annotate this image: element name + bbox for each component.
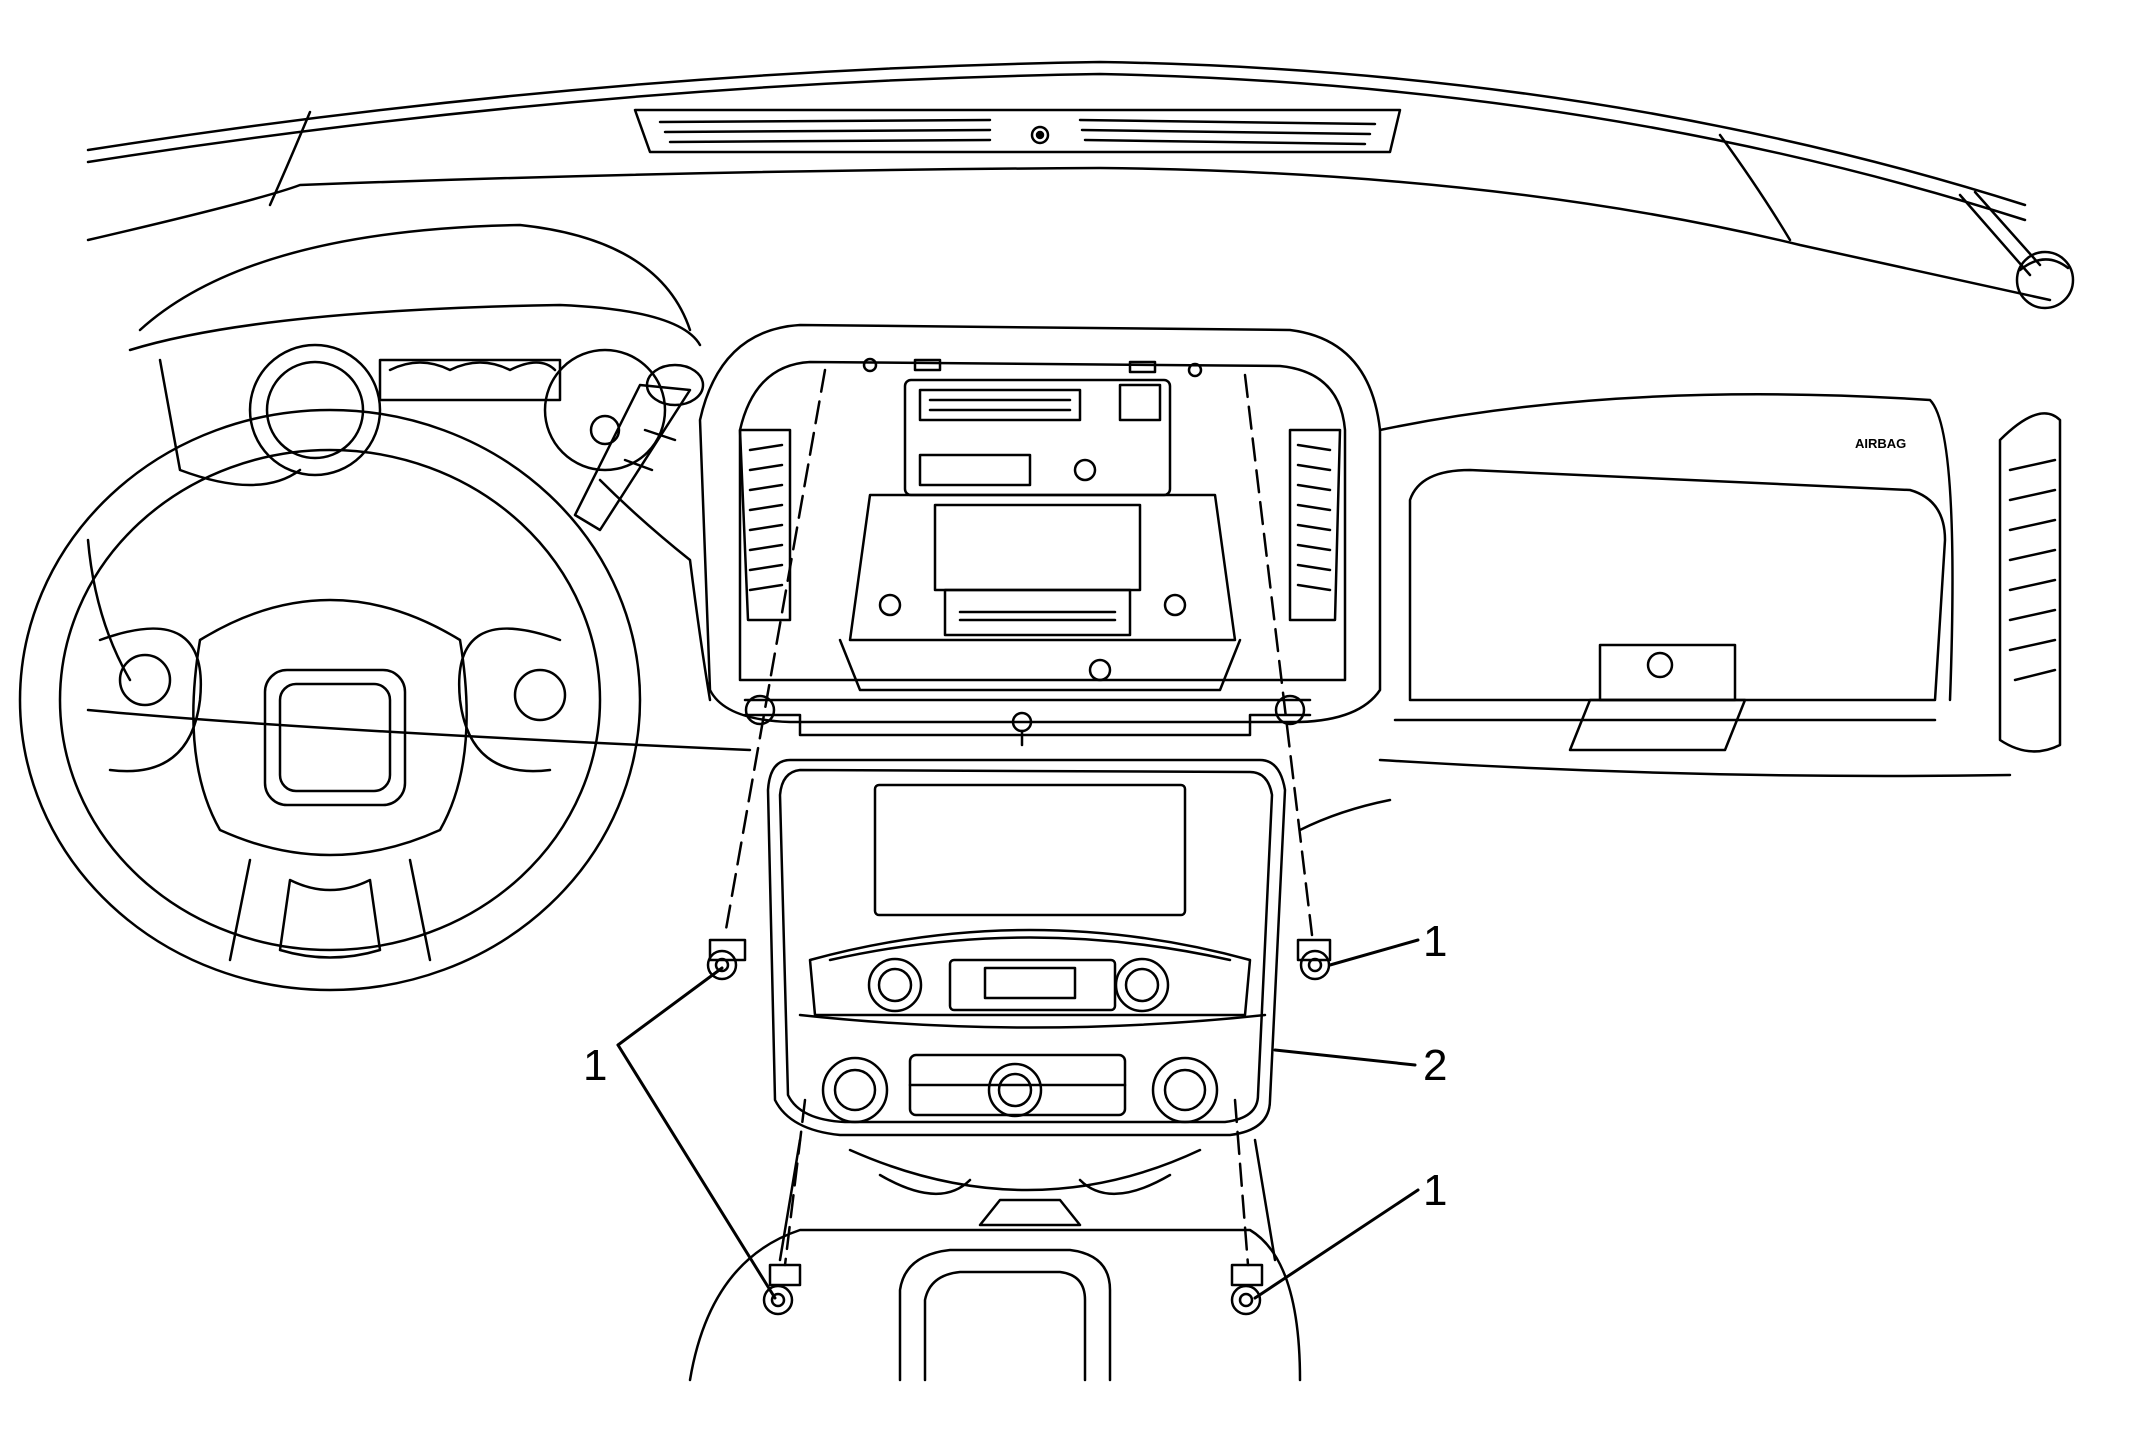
screw-lower-right	[1230, 1098, 1264, 1316]
callout-leaders	[616, 938, 1420, 1300]
screw-lower-left	[762, 1098, 807, 1316]
center-bezel	[766, 758, 1287, 1137]
center-stack-opening	[698, 323, 1382, 724]
airbag-label: AIRBAG	[1855, 436, 1906, 451]
screw-upper-left	[706, 368, 827, 981]
instrument-cluster	[128, 223, 702, 487]
screw-upper-right	[1243, 373, 1332, 981]
turn-signal-stalk	[573, 363, 705, 532]
right-side-vent	[1998, 412, 2062, 753]
right-center-vent	[1288, 428, 1342, 622]
left-center-vent	[738, 428, 792, 622]
dashboard-top	[86, 60, 2075, 310]
defrost-vent	[633, 108, 1402, 154]
callout-labels: 1 2 1 1	[583, 917, 1447, 1215]
passenger-dash	[1298, 393, 2012, 832]
left-dash-edge	[86, 478, 752, 752]
callout-1-lower-right: 1	[1423, 1166, 1447, 1215]
callout-2-bezel: 2	[1423, 1041, 1447, 1090]
glovebox: AIRBAG	[1408, 436, 1947, 752]
mounting-bracket	[743, 694, 1312, 747]
steering-wheel	[18, 408, 642, 992]
lower-console	[688, 1138, 1302, 1382]
radio-module	[838, 357, 1242, 692]
callout-1-upper-right: 1	[1423, 917, 1447, 966]
callout-1-left: 1	[583, 1041, 607, 1090]
